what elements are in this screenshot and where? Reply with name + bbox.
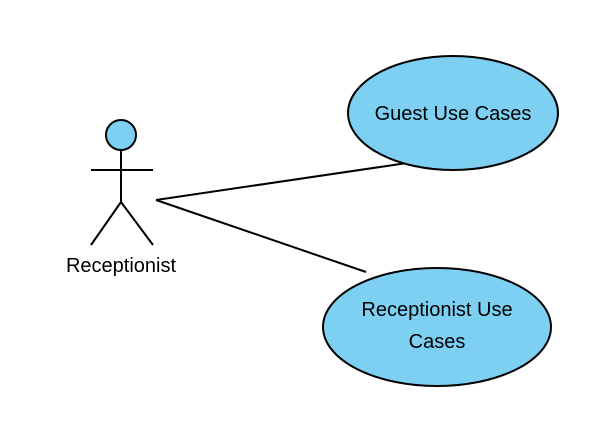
actor-right-leg bbox=[120, 201, 154, 246]
actor-left-leg bbox=[90, 201, 122, 246]
use-case-receptionist[interactable]: Receptionist Use Cases bbox=[322, 267, 552, 387]
use-case-guest-label: Guest Use Cases bbox=[375, 103, 532, 125]
use-case-receptionist-label-line-2: Cases bbox=[409, 331, 466, 353]
use-case-receptionist-label-line-1: Receptionist Use bbox=[361, 299, 512, 321]
use-case-guest[interactable]: Guest Use Cases bbox=[347, 55, 559, 171]
use-case-guest-ellipse bbox=[347, 55, 559, 171]
actor-receptionist[interactable]: Receptionist bbox=[66, 119, 177, 277]
association-guest[interactable] bbox=[155, 162, 408, 201]
association-receptionist[interactable] bbox=[155, 199, 367, 273]
actor-head bbox=[105, 119, 137, 151]
actor-label: Receptionist bbox=[66, 255, 177, 277]
use-case-receptionist-ellipse bbox=[322, 267, 552, 387]
